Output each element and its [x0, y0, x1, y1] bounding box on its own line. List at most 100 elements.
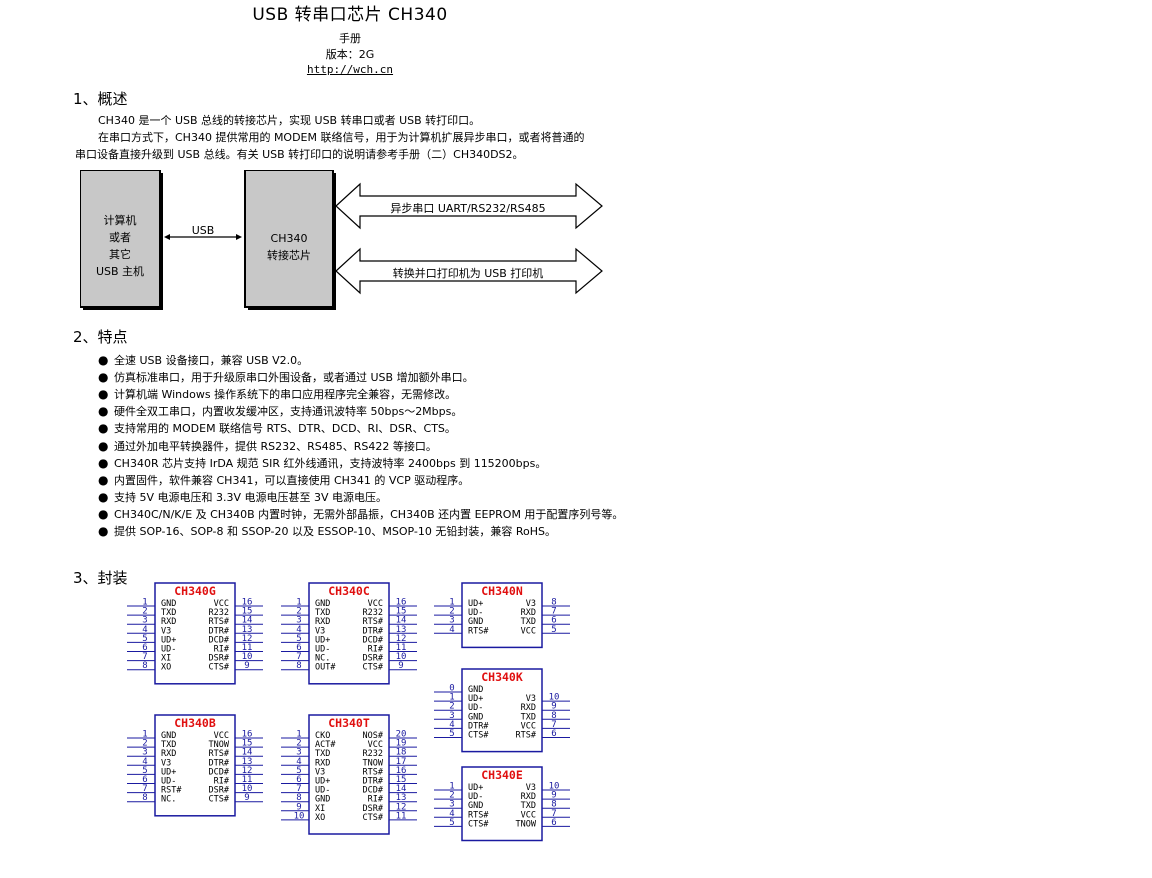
feature-item: ●提供 SOP-16、SOP-8 和 SSOP-20 以及 ESSOP-10、M… — [98, 523, 556, 539]
pin-number: 1 — [449, 693, 454, 703]
chip-label-2: 转接芯片 — [267, 249, 311, 262]
pin-number: 4 — [296, 625, 301, 635]
feature-item: ●计算机端 Windows 操作系统下的串口应用程序完全兼容，无需修改。 — [98, 386, 456, 402]
pin-number: 20 — [396, 730, 407, 740]
pin-number: 5 — [449, 729, 454, 739]
bullet-icon: ● — [98, 506, 109, 521]
pin-number: 2 — [449, 702, 454, 712]
pin-label: TXD — [521, 801, 536, 811]
chip-package-outline — [461, 582, 543, 649]
pin-label: GND — [315, 795, 330, 805]
pin-label: CTS# — [468, 731, 489, 741]
pin-number: 11 — [396, 811, 407, 821]
feature-text: 计算机端 Windows 操作系统下的串口应用程序完全兼容，无需修改。 — [114, 388, 457, 402]
pin-label: V3 — [315, 626, 325, 636]
overview-para-1: CH340 是一个 USB 总线的转接芯片，实现 USB 转串口或者 USB 转… — [98, 114, 481, 127]
usb-link-label: USB — [191, 224, 215, 237]
pin-label: RXD — [161, 749, 176, 759]
pin-number: 8 — [142, 661, 147, 671]
pin-number: 14 — [242, 748, 253, 758]
pin-label: GND — [468, 685, 483, 695]
pin-number: 1 — [142, 598, 147, 608]
feature-text: CH340C/N/K/E 及 CH340B 内置时钟，无需外部晶振，CH340B… — [114, 507, 624, 521]
website-link[interactable]: http://wch.cn — [306, 63, 394, 76]
pin-label: RXD — [161, 617, 176, 627]
pin-label: XI — [161, 654, 171, 664]
pin-number: 14 — [396, 616, 407, 626]
pin-number: 8 — [551, 800, 556, 810]
pin-number: 4 — [296, 757, 301, 767]
pin-label: UD+ — [161, 635, 176, 645]
chip-package-outline — [154, 582, 236, 685]
pin-number: 4 — [449, 720, 454, 730]
pin-number: 1 — [296, 598, 301, 608]
pin-label: GND — [468, 801, 483, 811]
section-overview-heading: 1、概述 — [73, 90, 128, 108]
pin-number: 8 — [296, 793, 301, 803]
feature-item: ● CH340C/N/K/E 及 CH340B 内置时钟，无需外部晶振，CH340… — [98, 506, 623, 522]
version-label: 版本：2G — [325, 48, 375, 61]
pin-label: RI# — [214, 645, 230, 655]
pin-number: 8 — [142, 793, 147, 803]
chip-package-name: CH340E — [481, 768, 523, 782]
feature-item: ●内置固件，软件兼容 CH341，可以直接使用 CH341 的 VCP 驱动程序… — [98, 472, 469, 488]
host-label-1: 计算机 — [103, 214, 137, 227]
manual-label: 手册 — [339, 32, 361, 45]
pin-number: 5 — [296, 766, 301, 776]
pin-number: 3 — [449, 800, 454, 810]
pin-number: 1 — [296, 730, 301, 740]
pin-number: 4 — [142, 757, 147, 767]
chip-package-name: CH340G — [174, 584, 216, 598]
pin-label: OUT# — [315, 663, 336, 673]
pin-number: 14 — [396, 784, 407, 794]
pin-label: VCC — [368, 599, 383, 609]
pin-number: 7 — [551, 607, 556, 617]
host-label-4: USB 主机 — [95, 265, 145, 278]
feature-text: 全速 USB 设备接口，兼容 USB V2.0。 — [114, 354, 309, 367]
pin-number: 6 — [142, 775, 147, 785]
pin-label: RTS# — [209, 617, 230, 627]
chip-package-name: CH340N — [481, 584, 523, 598]
feature-text: 支持 5V 电源电压和 3.3V 电源电压甚至 3V 电源电压。 — [114, 490, 388, 504]
printer-arrow — [335, 247, 603, 295]
pin-number: 13 — [242, 757, 253, 767]
feature-item: ●全速 USB 设备接口，兼容 USB V2.0。 — [98, 352, 308, 368]
pin-label: NC. — [315, 654, 330, 664]
bullet-icon: ● — [98, 489, 109, 504]
chip-package-name: CH340T — [328, 716, 370, 730]
pin-number: 9 — [244, 661, 249, 671]
pin-label: TNOW — [363, 758, 384, 768]
pin-label: VCC — [521, 721, 536, 731]
pin-label: DTR# — [468, 721, 489, 731]
pin-label: CTS# — [363, 663, 384, 673]
chip-package-outline — [461, 766, 543, 842]
pin-label: GND — [161, 731, 176, 741]
pin-label: UD- — [315, 786, 330, 796]
pin-label: XO — [315, 813, 325, 823]
bullet-icon: ● — [98, 404, 109, 419]
pin-number: 2 — [142, 739, 147, 749]
feature-item: ●CH340R 芯片支持 IrDA 规范 SIR 红外线通讯，支持波特率 240… — [98, 455, 546, 471]
chip-package-name: CH340K — [481, 670, 523, 684]
pin-label: GND — [468, 617, 483, 627]
pin-label: DSR# — [209, 654, 230, 664]
pin-number: 3 — [449, 616, 454, 626]
pin-number: 1 — [142, 730, 147, 740]
pin-label: XI — [315, 804, 325, 814]
pin-number: 6 — [551, 818, 556, 828]
pin-number: 15 — [396, 775, 407, 785]
pin-label: RTS# — [363, 617, 384, 627]
pin-label: RTS# — [363, 767, 384, 777]
pin-label: RTS# — [468, 810, 489, 820]
pin-label: DTR# — [209, 758, 230, 768]
pin-number: 15 — [242, 739, 253, 749]
pin-label: VCC — [368, 740, 383, 750]
pin-label: RST# — [161, 786, 182, 796]
pin-label: ACT# — [315, 740, 336, 750]
pin-label: RTS# — [468, 626, 489, 636]
pin-label: RXD — [315, 758, 330, 768]
pin-number: 16 — [396, 766, 407, 776]
pin-label: UD+ — [468, 694, 483, 704]
pin-number: 6 — [551, 729, 556, 739]
bullet-icon: ● — [98, 438, 109, 453]
